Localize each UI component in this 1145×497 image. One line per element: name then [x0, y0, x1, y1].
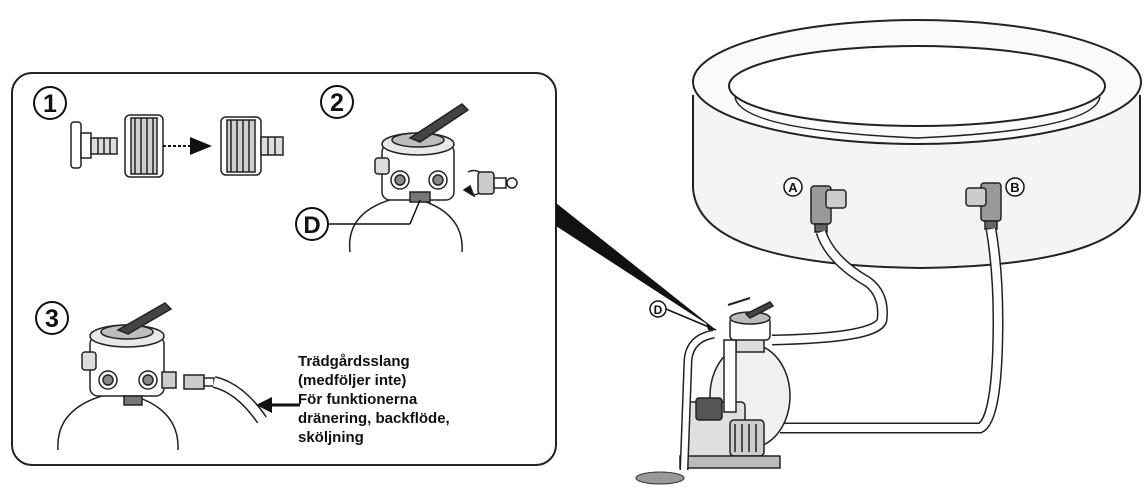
drain-cap-icon	[462, 169, 518, 198]
pool-b-label: B	[1010, 180, 1019, 195]
caption-line-2: (medföljer inte)	[298, 372, 407, 389]
pool-hoses	[771, 228, 1004, 434]
step-1-number: 1	[43, 90, 57, 118]
caption-line-3: För funktionerna	[298, 391, 418, 408]
assembly-arrow-icon	[163, 137, 212, 155]
pool-a-label: A	[788, 180, 798, 195]
garden-hose-caption: Trädgårdsslang (medföljer inte) För funk…	[298, 352, 538, 447]
caption-line-4: dränering, backflöde,	[298, 410, 450, 427]
water-puddle	[635, 471, 685, 485]
pool-valve-a-icon	[810, 185, 847, 233]
threaded-nut-icon	[124, 114, 164, 178]
step-1-group: 1	[33, 86, 284, 178]
callout-pointer	[556, 203, 716, 330]
step-3-number: 3	[45, 305, 59, 333]
step-3-group: 3	[35, 301, 300, 451]
inset-d-label: D	[303, 212, 320, 239]
step-2-group: 2 D	[295, 85, 518, 253]
assembled-adapter-icon	[220, 116, 284, 176]
drain-hose	[679, 329, 715, 471]
pool-valve-b-icon	[965, 182, 1002, 230]
sand-filter-pump-icon	[679, 297, 791, 469]
caption-line-5: sköljning	[298, 429, 364, 446]
step-2-number: 2	[330, 89, 344, 117]
hose-adapter-icon	[70, 121, 118, 169]
pool-illustration	[692, 19, 1142, 270]
caption-line-1: Trädgårdsslang	[298, 353, 410, 370]
hose-arrow-icon	[256, 397, 300, 413]
pump-d-label: D	[654, 303, 663, 317]
filter-valve-hose-icon	[57, 302, 267, 451]
